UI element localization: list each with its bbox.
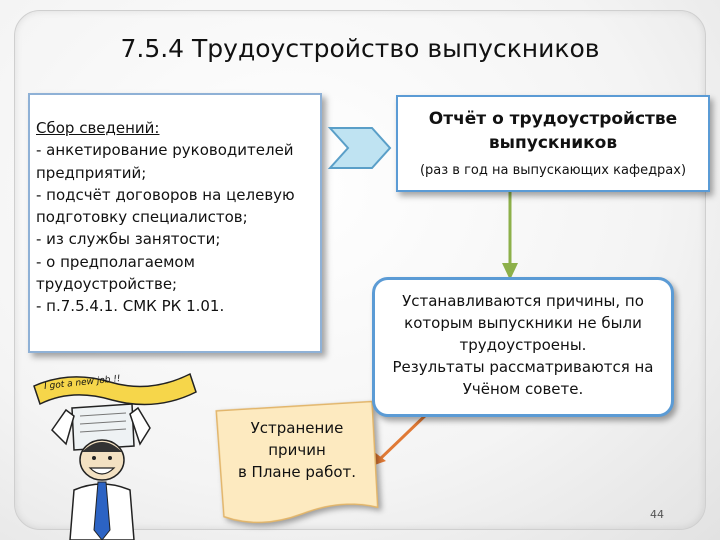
data-collection-line: - о предполагаемом [36, 252, 195, 271]
happy-worker-clipart-icon [33, 372, 197, 540]
green-arrowhead-icon [502, 263, 518, 280]
report-title-line: выпускников [488, 133, 618, 153]
data-collection-line: - из службы занятости; [36, 230, 221, 249]
elimination-line: в Плане работ. [237, 463, 357, 481]
report-box: Отчёт о трудоустройстве выпускников (раз… [396, 95, 710, 192]
page-number: 44 [650, 508, 664, 521]
elimination-line: Устранение [250, 419, 344, 437]
elimination-document [215, 400, 379, 524]
data-collection-box: Сбор сведений: - анкетирование руководит… [28, 93, 322, 353]
reasons-box: Устанавливаются причины, по которым выпу… [372, 277, 674, 417]
elimination-text: Устранение причин в Плане работ. [224, 417, 370, 483]
chevron-arrow-icon [327, 127, 392, 169]
report-note: (раз в год на выпускающих кафедрах) [419, 163, 687, 178]
data-collection-line: предприятий; [36, 163, 147, 182]
report-title-line: Отчёт о трудоустройстве [428, 109, 678, 129]
reasons-line: Учёном совете. [462, 380, 584, 398]
reasons-line: трудоустроены. [459, 336, 587, 354]
data-collection-line: подготовку специалистов; [36, 208, 248, 227]
orange-connector [378, 409, 432, 461]
reasons-line: Результаты рассматриваются на [392, 358, 654, 376]
elimination-line: причин [268, 441, 326, 459]
data-collection-heading: Сбор сведений: [36, 119, 160, 137]
data-collection-line: - п.7.5.4.1. СМК РК 1.01. [36, 297, 225, 316]
reasons-line: которым выпускники не были [404, 314, 642, 332]
reasons-line: Устанавливаются причины, по [402, 292, 644, 310]
slide-title: 7.5.4 Трудоустройство выпускников [120, 34, 600, 63]
data-collection-line: трудоустройстве; [36, 275, 178, 294]
data-collection-line: - анкетирование руководителей [36, 141, 294, 160]
slide-frame [14, 10, 706, 530]
data-collection-line: - подсчёт договоров на целевую [36, 185, 295, 204]
